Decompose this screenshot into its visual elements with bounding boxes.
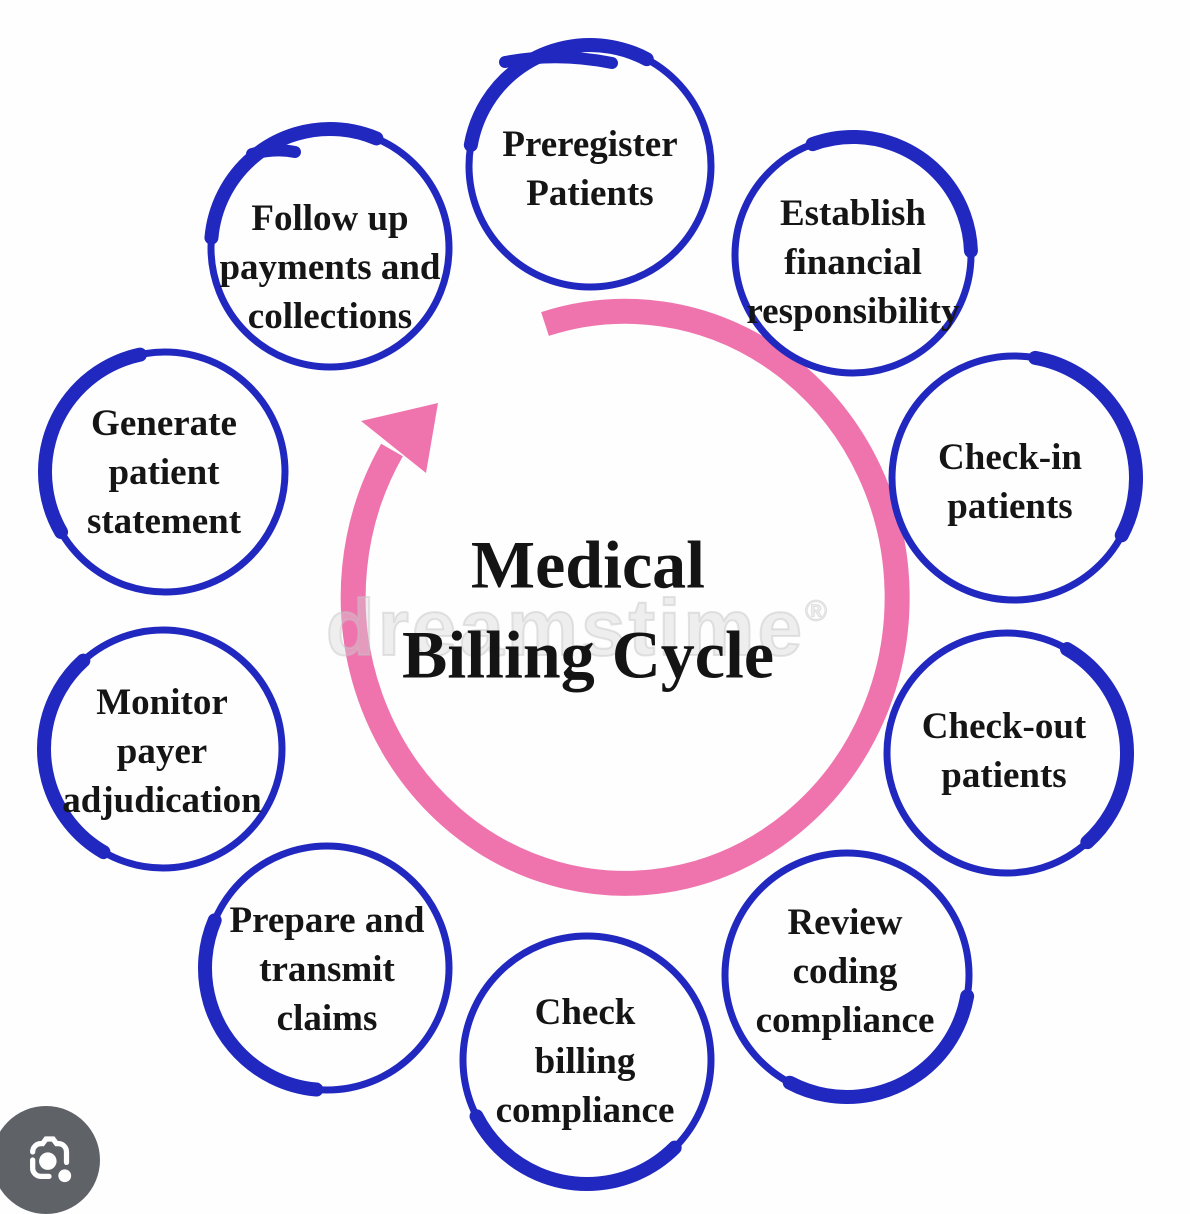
step-label-followup: Follow up payments and collections bbox=[219, 197, 441, 337]
circle-accent bbox=[197, 839, 456, 1097]
circle-accent bbox=[38, 345, 292, 599]
watermark-text: dreamstime bbox=[325, 582, 805, 673]
marker-tail bbox=[499, 51, 618, 69]
circle-accent bbox=[728, 129, 978, 380]
step-label-review-coding: Review coding compliance bbox=[755, 901, 935, 1041]
diagram-title: Medical Billing Cycle bbox=[401, 526, 775, 692]
cycle-arrow bbox=[340, 298, 910, 896]
circle-accent bbox=[203, 122, 456, 375]
step-circle-prepare-claims bbox=[197, 839, 456, 1097]
step-circle-check-billing bbox=[456, 929, 718, 1191]
marker-tail bbox=[246, 144, 301, 160]
google-lens-button[interactable] bbox=[0, 1106, 100, 1214]
step-label-preregister: Preregister Patients bbox=[502, 124, 678, 214]
circle-accent bbox=[462, 38, 718, 294]
step-circle-preregister bbox=[462, 38, 718, 294]
circle-accent bbox=[37, 623, 289, 875]
step-circle-monitor-payer bbox=[37, 623, 289, 875]
step-label-checkout: Check-out patients bbox=[921, 706, 1087, 796]
lens-dot bbox=[58, 1169, 72, 1183]
circle-accent bbox=[456, 929, 718, 1191]
step-label-prepare-claims: Prepare and transmit claims bbox=[229, 899, 425, 1039]
step-label-generate-statement: Generate patient statement bbox=[86, 402, 242, 542]
google-lens-camera-icon bbox=[30, 1136, 72, 1183]
cycle-arrow-head-icon bbox=[361, 403, 438, 473]
step-label-checkin: Check-in patients bbox=[938, 437, 1082, 527]
step-circle-checkin bbox=[885, 348, 1143, 607]
step-circle-review-coding bbox=[718, 846, 976, 1104]
step-label-establish: Establish financial responsibility bbox=[746, 192, 960, 332]
watermark: dreamstime® bbox=[325, 582, 831, 674]
circle-accent bbox=[880, 626, 1134, 880]
cycle-arrow-arc bbox=[340, 298, 910, 896]
step-label-check-billing: Check billing compliance bbox=[495, 991, 675, 1131]
step-circle-checkout bbox=[880, 626, 1134, 880]
step-circle-generate-statement bbox=[38, 345, 292, 599]
circle-accent bbox=[718, 846, 976, 1104]
watermark-registered-icon: ® bbox=[804, 595, 831, 629]
circle-accent bbox=[885, 348, 1143, 607]
step-circle-establish bbox=[728, 129, 978, 380]
lens-circle bbox=[39, 1152, 57, 1170]
step-circle-followup bbox=[203, 122, 456, 375]
step-label-monitor-payer: Monitor payer adjudication bbox=[62, 681, 262, 821]
